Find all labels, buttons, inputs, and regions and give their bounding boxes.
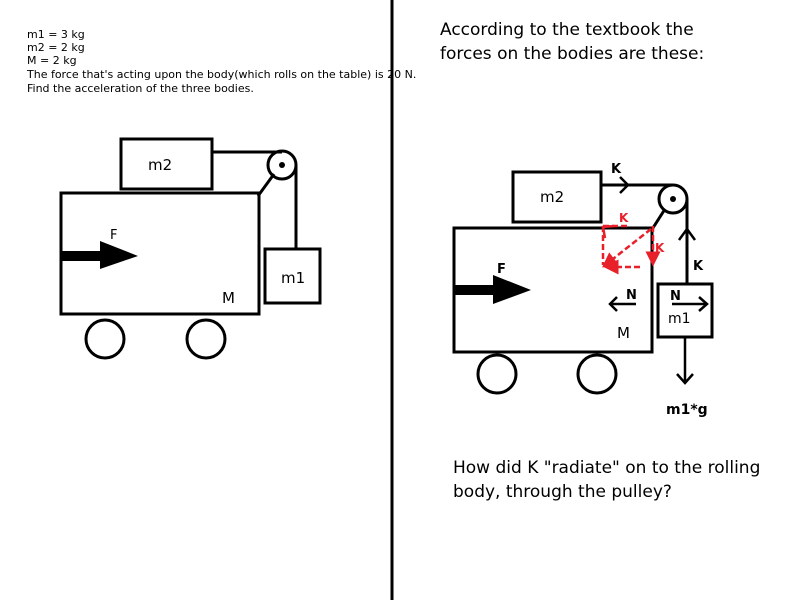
right-force-arrow-shaft (453, 285, 501, 295)
right-force-arrow-head (493, 275, 531, 304)
left-diagram: m2 m1 M F (59, 137, 322, 360)
label-n-right: N (670, 289, 681, 304)
question-line-2: body, through the pulley? (453, 482, 672, 502)
label-k-right: K (693, 259, 704, 274)
k-arrow-up-head (677, 226, 697, 241)
right-label-M: M (617, 324, 630, 342)
given-m1: m1 = 3 kg (27, 28, 85, 41)
right-wheel-back (576, 353, 618, 395)
given-task: Find the acceleration of the three bodie… (27, 82, 254, 95)
right-wheel-front (476, 353, 518, 395)
red-k-diagonal (602, 228, 652, 268)
right-block-m2 (511, 170, 603, 224)
intro-line-1: According to the textbook the (440, 20, 694, 40)
red-force-decomposition (601, 224, 661, 275)
given-force: The force that's acting upon the body(wh… (27, 68, 417, 81)
n-arrow-right-head (698, 296, 709, 312)
left-label-m2: m2 (148, 156, 172, 174)
left-wheel-back (185, 318, 227, 360)
right-label-F: F (497, 262, 506, 277)
right-pulley-axle (670, 196, 676, 202)
left-pulley-axle (279, 162, 285, 168)
given-M: M = 2 kg (27, 54, 77, 67)
left-label-m1: m1 (281, 269, 305, 287)
label-n-left: N (626, 288, 637, 303)
right-diagram: m2 m1 M F K K K K N N m1*g (452, 162, 714, 418)
n-arrow-left-head (608, 296, 618, 312)
label-weight: m1*g (666, 402, 708, 418)
red-k-corner-head (601, 224, 615, 239)
k-arrow-top-head (619, 176, 630, 194)
label-k-red-top: K (619, 211, 629, 225)
left-label-M: M (222, 289, 235, 307)
right-label-m2: m2 (540, 188, 564, 206)
left-force-arrow-shaft (60, 251, 108, 261)
intro-line-2: forces on the bodies are these: (440, 44, 705, 64)
left-force-arrow-head (100, 241, 138, 269)
left-pulley-strut (256, 173, 276, 197)
weight-arrow-head (676, 373, 694, 385)
left-block-m2 (119, 137, 214, 191)
given-m2: m2 = 2 kg (27, 41, 85, 54)
label-k-red-side: K (655, 241, 665, 255)
left-block-m1 (263, 247, 322, 305)
left-label-F: F (110, 228, 117, 243)
left-wheel-front (84, 318, 126, 360)
right-label-m1: m1 (668, 311, 691, 327)
label-k-top: K (611, 162, 622, 177)
question-line-1: How did K "radiate" on to the rolling (453, 458, 761, 478)
